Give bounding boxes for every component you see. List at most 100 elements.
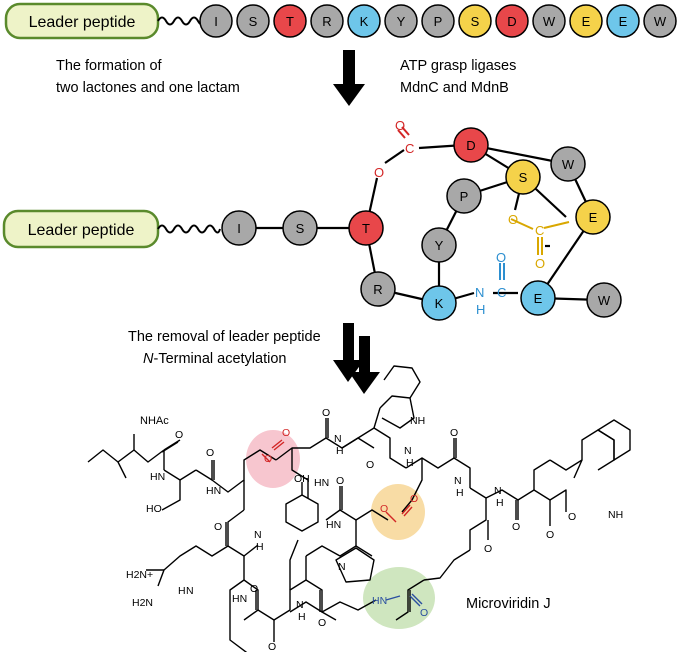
step2-line2: N-Terminal acetylation xyxy=(143,351,286,367)
label-o12: O xyxy=(250,583,258,595)
residue-E2: E xyxy=(520,280,556,316)
label-nh-indole1: NH xyxy=(410,415,425,427)
lactam-n: N xyxy=(475,285,484,300)
svg-text:R: R xyxy=(373,282,382,297)
label-n1: N xyxy=(334,433,342,445)
label-h2n: H2N xyxy=(132,597,153,609)
top-residue-circle xyxy=(569,4,603,38)
label-n4: N xyxy=(254,529,262,541)
label-nh-guanidine: H xyxy=(178,585,186,597)
svg-text:Y: Y xyxy=(435,238,444,253)
residue-R: R xyxy=(360,271,396,307)
residue-S1: S xyxy=(282,210,318,246)
leader-peptide-label-middle: Leader peptide xyxy=(28,222,135,239)
residue-K: K xyxy=(421,285,457,321)
compound-name: Microviridin J xyxy=(466,596,551,612)
top-residue-E-12: E xyxy=(606,4,640,38)
label-ester2-o2: O xyxy=(410,493,418,505)
label-n2: N xyxy=(404,445,412,457)
step2-italic-n: N xyxy=(143,351,154,367)
label-nh-indole2: NH xyxy=(608,509,623,521)
step1-right-line2: MdnC and MdnB xyxy=(400,80,509,96)
top-residue-W-13: W xyxy=(643,4,677,38)
top-residue-I-1: I xyxy=(199,4,233,38)
top-residue-E-11: E xyxy=(569,4,603,38)
label-hn3: HN xyxy=(314,477,329,489)
lactone2-highlight xyxy=(371,484,425,540)
lactone2-bonds xyxy=(385,504,413,523)
residue-W2: W xyxy=(586,282,622,318)
top-residue-letter: D xyxy=(507,14,516,29)
label-o6: O xyxy=(214,521,222,533)
double-bonds xyxy=(397,126,410,139)
top-residue-circle xyxy=(347,4,381,38)
top-residue-letter: K xyxy=(360,14,369,29)
top-residue-letter: S xyxy=(249,14,258,29)
lactam-bonds xyxy=(385,593,423,607)
top-residue-W-10: W xyxy=(532,4,566,38)
svg-text:E: E xyxy=(589,210,598,225)
microviridin-structure: NHAc HN O HO O HN O O N H O O N H HN O O… xyxy=(87,365,631,652)
top-residue-circle xyxy=(532,4,566,38)
top-residue-letter: P xyxy=(434,14,443,29)
svg-text:W: W xyxy=(562,157,575,172)
residue-E1: E xyxy=(575,199,611,235)
top-residue-circle xyxy=(606,4,640,38)
top-residue-circle xyxy=(421,4,455,38)
down-arrow-double xyxy=(333,323,380,394)
label-ester2-o: O xyxy=(380,503,388,515)
label-ho: HO xyxy=(146,503,162,515)
label-hn1: HN xyxy=(150,471,165,483)
label-ester1-o: O xyxy=(264,453,272,465)
step1-right-line1: ATP grasp ligases xyxy=(400,58,516,74)
label-o11: O xyxy=(318,617,326,629)
ester1-carbonyl-o: O xyxy=(395,118,405,133)
down-arrow-1 xyxy=(333,50,365,106)
ester1-c: C xyxy=(405,141,414,156)
top-residue-letter: E xyxy=(619,14,628,29)
label-h6: H xyxy=(496,497,504,509)
top-residue-letter: T xyxy=(286,14,294,29)
label-lactam-o: O xyxy=(420,607,428,619)
label-n5: N xyxy=(454,475,462,487)
label-h2: H xyxy=(406,457,414,469)
lactam-h: H xyxy=(476,302,485,317)
top-residue-T-3: T xyxy=(273,4,307,38)
top-residue-circle xyxy=(273,4,307,38)
lactam-highlight xyxy=(363,567,435,629)
step2-line1: The removal of leader peptide xyxy=(128,329,321,345)
top-residue-D-9: D xyxy=(495,4,529,38)
svg-text:S: S xyxy=(519,170,528,185)
label-o8: O xyxy=(484,543,492,555)
label-n8: N xyxy=(296,599,304,611)
residue-D: D xyxy=(453,127,489,163)
label-h5: H xyxy=(456,487,464,499)
label-hn4: HN xyxy=(326,519,341,531)
svg-text:I: I xyxy=(237,221,241,236)
label-n6: N xyxy=(494,485,502,497)
top-residue-P-7: P xyxy=(421,4,455,38)
top-residue-letter: E xyxy=(582,14,591,29)
lactam-o: O xyxy=(496,250,506,265)
residue-P: P xyxy=(446,178,482,214)
svg-text:T: T xyxy=(362,221,370,236)
label-o7: O xyxy=(450,427,458,439)
label-h1: H xyxy=(336,445,344,457)
residue-I: I xyxy=(221,210,257,246)
step1-left-line1: The formation of xyxy=(56,58,163,74)
label-o1: O xyxy=(175,429,183,441)
label-n7: N xyxy=(338,561,346,573)
label-o13: O xyxy=(268,641,276,652)
lactone1-highlight xyxy=(246,430,300,488)
label-oh: OH xyxy=(294,473,310,485)
top-residue-circle xyxy=(384,4,418,38)
structure-bonds xyxy=(87,365,631,652)
svg-text:W: W xyxy=(598,293,611,308)
label-o3: O xyxy=(322,407,330,419)
middle-scheme: Leader peptide xyxy=(2,118,622,321)
top-residue-letter: Y xyxy=(397,14,406,29)
lactam-c: C xyxy=(497,285,506,300)
